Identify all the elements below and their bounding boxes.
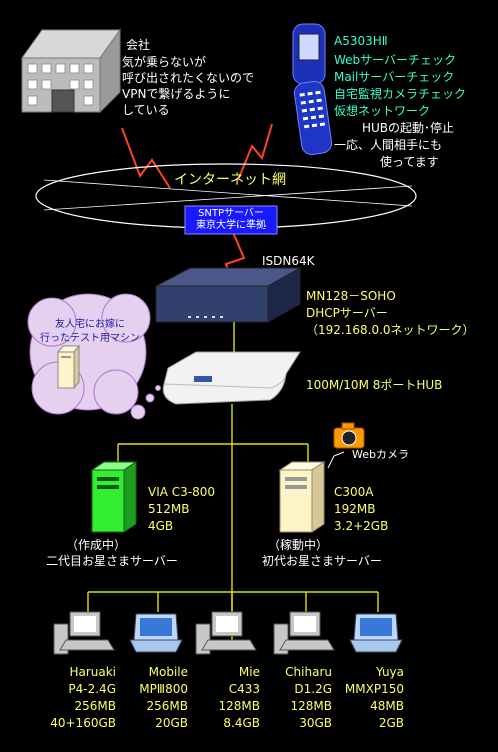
server-new-spec: VIA C3-800: [148, 485, 216, 499]
sntp-label: SNTPサーバー 東京大学に準拠: [185, 208, 277, 232]
pc-icon-yuya: [349, 613, 403, 653]
client-disk: 2GB: [378, 716, 404, 730]
client-ram: 256MB: [74, 699, 117, 713]
webcam-icon: [333, 422, 365, 449]
webcam-label: Webカメラ: [352, 448, 409, 461]
office-title: 会社: [126, 38, 151, 52]
office-link-lightning: [121, 127, 171, 189]
pc-icon-haruaki: [53, 611, 115, 655]
router-line: DHCPサーバー: [306, 306, 388, 320]
client-name: Mobile: [148, 665, 188, 679]
friend-note-line: 友人宅にお嫁に: [55, 319, 125, 330]
phone-use-line: 自宅監視カメラチェック: [334, 87, 467, 101]
office-note-line: 気が乗らないが: [122, 55, 207, 69]
hub-label: 100M/10M 8ポートHUB: [306, 378, 443, 392]
server-old-status: （稼動中）: [268, 538, 329, 552]
client-name: Mie: [238, 665, 260, 679]
client-chiharu: Chiharu D1.2G 128MB 30GB: [268, 664, 332, 732]
client-ram: 128MB: [218, 699, 261, 713]
server-new-name: 二代目お星さまサーバー: [46, 554, 178, 568]
router-icon: [155, 267, 302, 323]
internet-label: インターネット網: [174, 172, 286, 188]
lan-lines: [87, 322, 379, 640]
hub-icon: [162, 351, 301, 405]
server-old-spec: 192MB: [334, 502, 376, 516]
client-disk: 20GB: [155, 716, 188, 730]
client-cpu: MMXP150: [344, 682, 404, 696]
mobile-phone-icon: [292, 23, 333, 155]
phone-use-line: HUBの起動･停止: [362, 121, 455, 135]
router-label: MN128－SOHO DHCPサーバー （192.168.0.0ネットワーク）: [306, 288, 475, 339]
client-name: Chiharu: [285, 665, 332, 679]
client-haruaki: Haruaki P4-2.4G 256MB 40+160GB: [42, 664, 116, 732]
server-old-name: 初代お星さまサーバー: [262, 554, 382, 568]
client-ram: 48MB: [370, 699, 404, 713]
pc-icon-chiharu: [273, 611, 335, 655]
phone-use-line: 一応、人間相手にも: [334, 138, 443, 152]
client-disk: 8.4GB: [223, 716, 260, 730]
phone-use-line: Webサーバーチェック: [334, 53, 457, 67]
phone-use-line: Mailサーバーチェック: [334, 70, 455, 84]
client-cpu: MPⅢ800: [139, 682, 188, 696]
client-name: Haruaki: [69, 665, 116, 679]
server-old-icon: [278, 461, 326, 533]
office-building-icon: [21, 28, 121, 114]
office-note-line: 呼び出されたくないので: [122, 71, 255, 85]
client-yuya: Yuya MMXP150 48MB 2GB: [336, 664, 404, 732]
server-new-specs: VIA C3-800 512MB 4GB: [148, 484, 215, 535]
router-line: （192.168.0.0ネットワーク）: [306, 323, 475, 337]
client-name: Yuya: [375, 665, 404, 679]
friend-thought-bubble: [27, 293, 161, 420]
office-note-line: VPNで繋げるように: [122, 87, 231, 101]
isdn-label: ISDN64K: [262, 254, 315, 268]
phone-uses: Webサーバーチェック Mailサーバーチェック 自宅監視カメラチェック 仮想ネ…: [334, 52, 466, 171]
sntp-line-2: 東京大学に準拠: [196, 220, 266, 231]
server-old-spec: 3.2+2GB: [334, 519, 389, 533]
client-disk: 40+160GB: [50, 716, 116, 730]
office-note-line: している: [122, 103, 170, 117]
office-note: 気が乗らないが 呼び出されたくないので VPNで繋げるように している: [122, 54, 254, 118]
client-cpu: D1.2G: [294, 682, 332, 696]
server-new-spec: 4GB: [148, 519, 174, 533]
client-ram: 256MB: [146, 699, 189, 713]
router-line: MN128－SOHO: [306, 289, 396, 303]
friend-note-line: 行ったテスト用マシン: [40, 333, 140, 344]
phone-use-line: 仮想ネットワーク: [334, 104, 431, 118]
phone-link-lightning: [237, 123, 273, 181]
pc-icon-mobile: [129, 613, 183, 653]
server-old-specs: C300A 192MB 3.2+2GB: [334, 484, 388, 535]
friend-note: 友人宅にお嫁に 行ったテスト用マシン: [40, 318, 140, 346]
friend-server-icon: [56, 344, 81, 390]
server-new-icon: [90, 461, 138, 533]
phone-model: A5303HⅡ: [334, 34, 388, 48]
phone-use-line: 使ってます: [380, 155, 439, 169]
server-new-status: （作成中）: [66, 538, 127, 552]
sntp-line-1: SNTPサーバー: [198, 208, 264, 219]
client-cpu: P4-2.4G: [68, 682, 116, 696]
client-ram: 128MB: [290, 699, 333, 713]
client-cpu: C433: [228, 682, 260, 696]
client-disk: 30GB: [299, 716, 332, 730]
client-mobile: Mobile MPⅢ800 256MB 20GB: [118, 664, 188, 732]
pc-icon-mie: [195, 611, 257, 655]
server-new-spec: 512MB: [148, 502, 190, 516]
server-old-spec: C300A: [334, 485, 374, 499]
client-mie: Mie C433 128MB 8.4GB: [200, 664, 261, 732]
sntp-box: [184, 205, 278, 235]
